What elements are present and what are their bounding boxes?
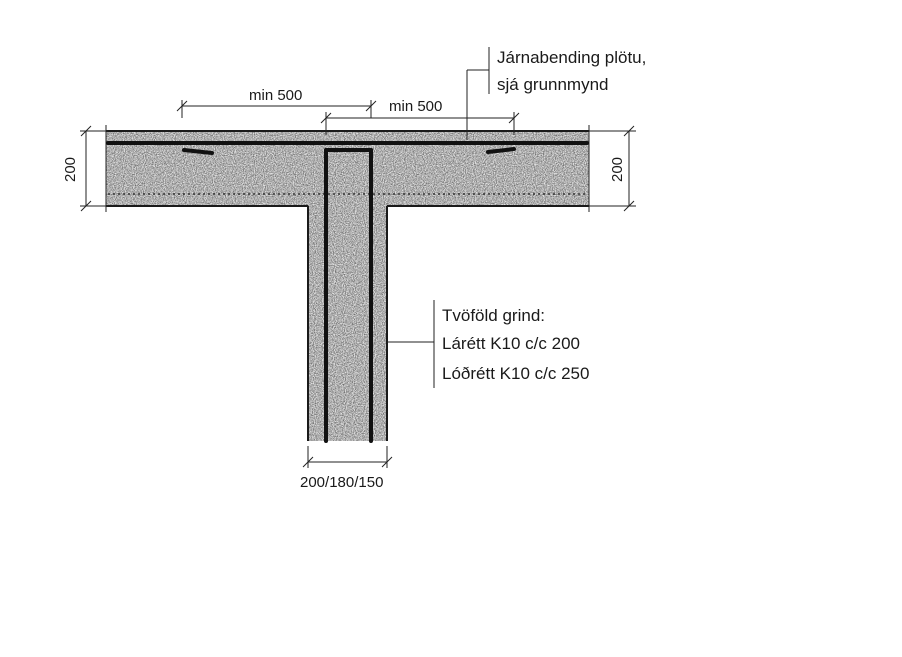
slab-top-reinforcement — [106, 141, 589, 155]
slab-reinforcement-label-line1: Járnabending plötu, — [497, 48, 646, 67]
section-outline — [105, 125, 590, 441]
leader-slab-reinforcement — [466, 47, 490, 140]
dimension-wall — [302, 446, 393, 468]
dimension-slab-right — [589, 125, 636, 212]
dimension-lap-left — [176, 100, 377, 118]
grid-title-label: Tvöföld grind: — [442, 306, 545, 325]
grid-horizontal-label: Lárétt K10 c/c 200 — [442, 334, 580, 353]
dimension-slab-left — [80, 125, 108, 212]
grid-vertical-label: Lóðrétt K10 c/c 250 — [442, 364, 589, 383]
wall-horizontal-bars — [324, 248, 373, 417]
dimension-lap-right — [320, 112, 520, 135]
lap-right-label: min 500 — [389, 98, 442, 115]
lap-left-label: min 500 — [249, 87, 302, 104]
slab-thickness-left-label: 200 — [62, 157, 79, 182]
slab-reinforcement-label-line2: sjá grunnmynd — [497, 75, 609, 94]
concrete-section — [106, 131, 589, 441]
wall-vertical-reinforcement — [324, 148, 373, 443]
leader-wall-grid — [387, 300, 435, 388]
slab-thickness-right-label: 200 — [609, 157, 626, 182]
wall-thickness-label: 200/180/150 — [300, 474, 383, 491]
